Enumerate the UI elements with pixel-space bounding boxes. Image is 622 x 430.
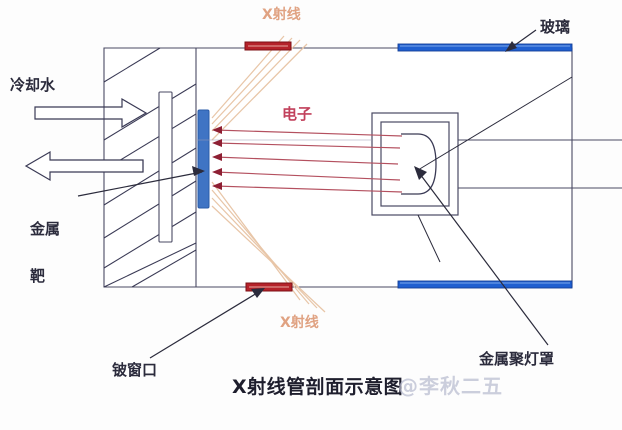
watermark: @李秋二五	[398, 374, 503, 398]
xray-beam-bottom	[211, 181, 326, 313]
tube-outer-rect	[103, 47, 573, 288]
label-glass: 玻璃	[540, 18, 571, 36]
cooling-water-outlet-arrow	[24, 150, 144, 182]
figure-title: X射线管剖面示意图	[232, 376, 404, 398]
anode-copper-block	[103, 47, 197, 288]
tube-housing-outline	[103, 47, 573, 288]
label-cooling-water: 冷却水	[10, 76, 56, 94]
leader-glass	[505, 29, 537, 52]
label-beryllium-window: 铍窗口	[112, 361, 158, 379]
label-focusing-cup: 金属聚灯罩	[479, 350, 555, 368]
label-metal-target-line-1: 金属	[30, 219, 61, 238]
cathode-focusing-cup	[371, 112, 459, 216]
beryllium-window-bottom	[245, 282, 293, 292]
cooling-baffle	[158, 91, 173, 243]
beryllium-window-top	[244, 41, 292, 51]
cathode-support-lines	[196, 139, 622, 189]
leader-metal-target	[77, 166, 205, 197]
metal-target-plate	[197, 109, 210, 209]
construction-diagonal	[417, 76, 573, 263]
glass-envelope-bottom	[397, 280, 573, 289]
xray-beam-top	[211, 35, 308, 141]
label-xray-top: X射线	[262, 7, 301, 23]
leader-beryllium-window	[149, 288, 265, 359]
label-electrons: 电子	[282, 105, 313, 123]
electron-beam	[214, 129, 403, 193]
glass-envelope-top	[397, 43, 573, 52]
electron-beam-arrowheads	[212, 126, 222, 190]
label-xray-bottom: X射线	[280, 315, 319, 331]
label-metal-target-line-2: 靶	[30, 266, 46, 285]
leader-focusing-cup	[414, 166, 549, 346]
label-metal-target: 金属 靶	[30, 190, 60, 316]
cooling-water-inlet-arrow	[34, 97, 148, 129]
